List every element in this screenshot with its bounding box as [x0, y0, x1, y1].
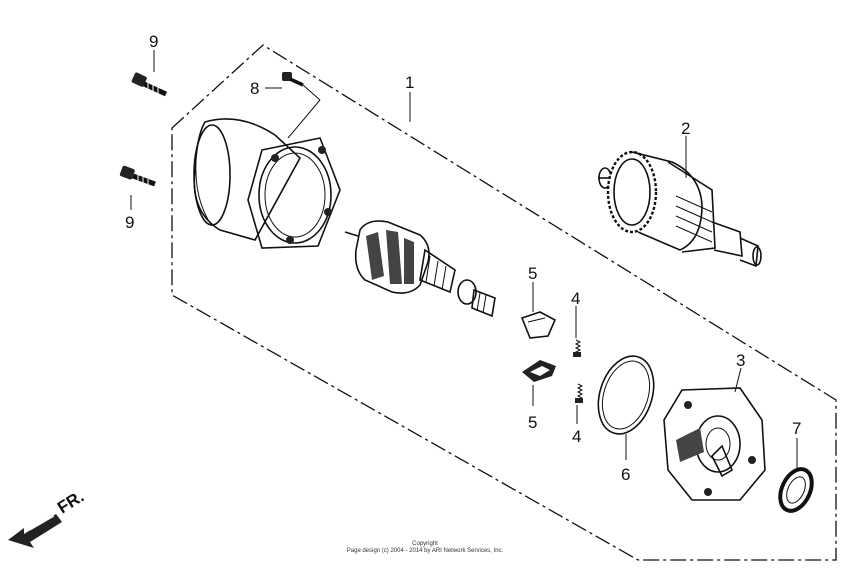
- copyright-line-1: Copyright: [412, 541, 438, 547]
- screw-part-8: [282, 72, 321, 139]
- callout-7: 7: [792, 419, 801, 438]
- callout-4-lower: 4: [572, 427, 581, 446]
- bolt-upper-part-9: [131, 72, 168, 97]
- copyright-line-2: Page design (c) 2004 - 2014 by ARI Netwo…: [347, 548, 504, 554]
- leader-lines: [130, 50, 798, 468]
- callout-8: 8: [250, 79, 259, 98]
- direction-label: FR.: [54, 487, 87, 518]
- callout-4-upper: 4: [571, 289, 580, 308]
- rear-cover-part-3: [663, 387, 766, 501]
- front-direction-arrow-icon: [8, 514, 62, 548]
- spring-upper-part-4: [573, 339, 582, 357]
- bolt-lower-part-9: [119, 165, 156, 187]
- callout-5-upper: 5: [528, 264, 537, 283]
- brush-holder-upper-part-5: [520, 311, 557, 339]
- armature: [344, 220, 496, 318]
- motor-case: [193, 118, 341, 249]
- spring-lower-part-4: [575, 383, 584, 403]
- assembly-boundary: [171, 44, 837, 561]
- callout-1: 1: [405, 73, 414, 92]
- seal-ring-part-7: [778, 467, 814, 513]
- callout-9-upper: 9: [149, 32, 158, 51]
- o-ring-part-6: [597, 355, 655, 435]
- callout-9-lower: 9: [125, 213, 134, 232]
- callout-3: 3: [736, 351, 745, 370]
- callout-2: 2: [681, 119, 690, 138]
- brush-holder-lower-part-5: [522, 360, 556, 382]
- callout-6: 6: [621, 465, 630, 484]
- callout-5-lower: 5: [528, 413, 537, 432]
- starter-clutch-part-2: [598, 150, 762, 268]
